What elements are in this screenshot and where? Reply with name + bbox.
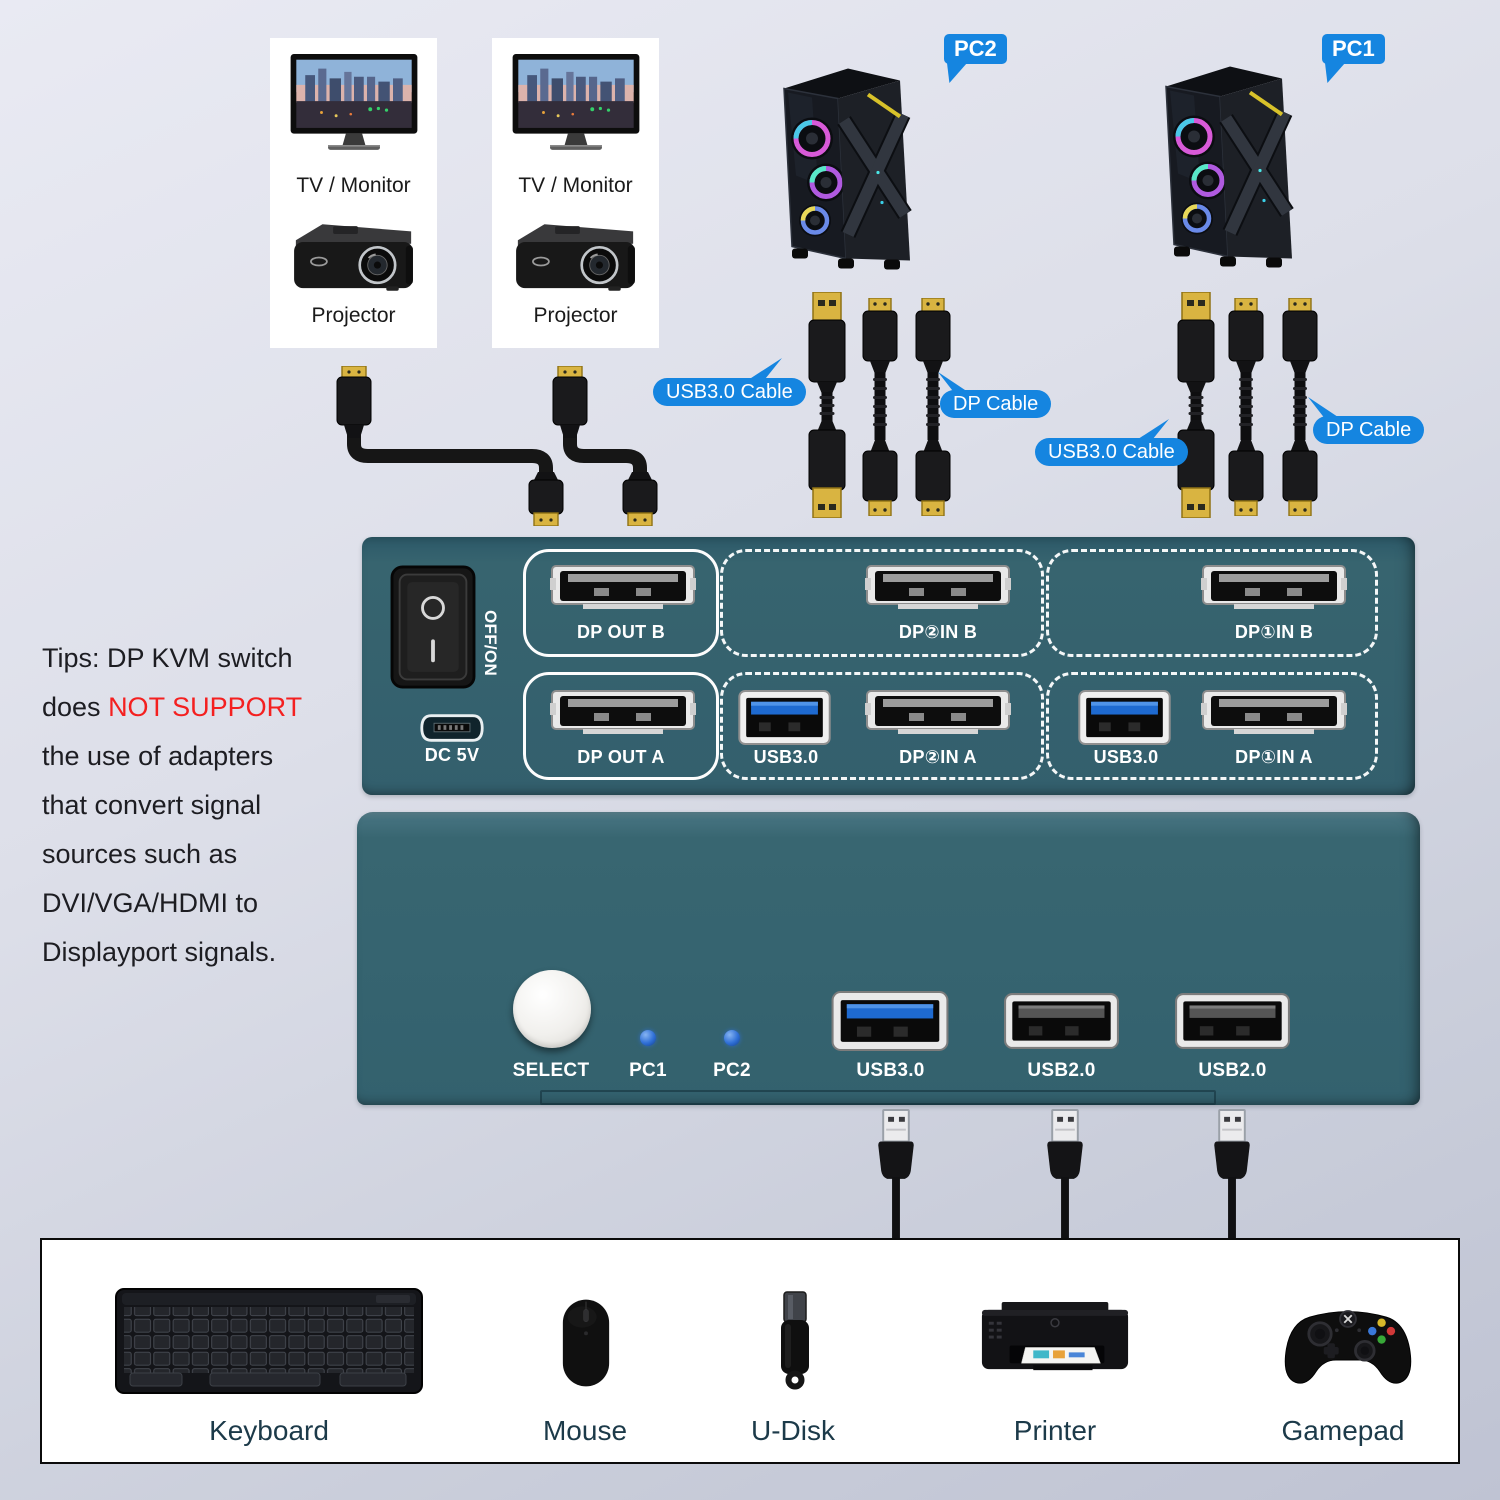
pc2-callout: PC2 [944, 34, 1007, 64]
keyboard-icon [114, 1285, 424, 1397]
projector-label: Projector [533, 304, 618, 327]
dp-port-icon [1199, 560, 1349, 612]
dp-out-a-group: DP OUT A [523, 672, 719, 780]
dp1-in-b-label: DP①IN B [1234, 622, 1314, 642]
dp-port-icon [863, 560, 1013, 612]
usb3-front-label: USB3.0 [856, 1060, 925, 1081]
dp-cable-icon [334, 366, 566, 526]
dc-power-port [418, 711, 486, 745]
usb2-port-icon [1001, 992, 1122, 1050]
power-label: OFF/ON [481, 609, 500, 676]
pc1-callout-tail [1325, 63, 1345, 83]
power-switch [390, 565, 476, 689]
pc2-led [724, 1030, 740, 1046]
tips-line: the use of adapters [42, 741, 274, 771]
printer-icon [976, 1300, 1134, 1385]
usb3-port-icon [830, 990, 950, 1052]
dp2-in-a-label: DP②IN A [899, 747, 977, 767]
dp-out-b-group: DP OUT B [523, 549, 719, 657]
select-button [513, 970, 591, 1048]
pc1-led [640, 1030, 656, 1046]
pc1-led-label: PC1 [629, 1060, 667, 1081]
dp-cable-icon [1278, 298, 1322, 516]
usb2-front-label-2: USB2.0 [1198, 1060, 1267, 1081]
dp-out-a-label: DP OUT A [577, 747, 665, 767]
usb-plug-icon [1041, 1108, 1089, 1238]
usb-cable-left-pointer [748, 358, 782, 380]
dp-cable-left-label: DP Cable [940, 390, 1052, 418]
display-card-1: TV / Monitor Projector [270, 38, 437, 348]
kvm-switch-front-panel: SELECT PC1 PC2 USB3.0 USB2.0 [357, 812, 1420, 1105]
tips-highlight: NOT SUPPORT [108, 692, 303, 722]
dp2-in-b-group: DP②IN B [720, 549, 1044, 657]
monitor-label: TV / Monitor [296, 174, 411, 197]
front-panel-groove [540, 1090, 1216, 1105]
keyboard-label: Keyboard [209, 1415, 329, 1446]
mouse-icon [559, 1297, 613, 1389]
usb2-front-label-1: USB2.0 [1027, 1060, 1096, 1081]
gamepad-icon [1278, 1302, 1418, 1392]
projector-icon [509, 211, 642, 297]
monitor-icon [289, 54, 419, 158]
usb-cable-icon [1172, 292, 1220, 518]
dp2-in-b-label: DP②IN B [898, 622, 978, 642]
pc-tower-icon [778, 60, 938, 275]
usb-cable-icon [803, 292, 851, 518]
printer-label: Printer [1013, 1415, 1097, 1446]
pc2-input-group: USB3.0 DP②IN A [720, 672, 1044, 780]
gamepad-label: Gamepad [1281, 1415, 1405, 1446]
dp-cable-icon [550, 366, 662, 526]
tips-line: Displayport signals. [42, 937, 277, 967]
dc-power-label: DC 5V [424, 745, 480, 765]
dp-cable-icon [911, 298, 955, 516]
projector-label: Projector [311, 304, 396, 327]
monitor-label: TV / Monitor [518, 174, 633, 197]
dp1-in-b-group: DP①IN B [1046, 549, 1378, 657]
tips-text: Tips: DP KVM switch does NOT SUPPORT the… [42, 634, 352, 977]
display-card-2: TV / Monitor Projector [492, 38, 659, 348]
select-label: SELECT [512, 1060, 590, 1081]
usb-plug-icon [1208, 1108, 1256, 1238]
pc2-led-label: PC2 [713, 1060, 751, 1081]
kvm-switch-rear-panel: OFF/ON DC 5V DP OUT B [362, 537, 1415, 795]
tips-line: does NOT SUPPORT [42, 692, 303, 722]
tips-line: DVI/VGA/HDMI to [42, 888, 259, 918]
usb3-rear-label: USB3.0 [1093, 747, 1159, 767]
usb-plug-icon [872, 1108, 920, 1238]
monitor-icon [511, 54, 641, 158]
peripherals-box: Keyboard Mouse U-Disk [40, 1238, 1460, 1464]
dp-port-icon [1199, 685, 1349, 737]
usb3-port-icon [737, 689, 832, 746]
dp-cable-right-label: DP Cable [1313, 416, 1425, 444]
tips-line: sources such as [42, 839, 238, 869]
projector-icon [287, 211, 420, 297]
udisk-icon [775, 1290, 815, 1392]
udisk-label: U-Disk [751, 1415, 835, 1446]
dp-cable-icon [1224, 298, 1268, 516]
dp-port-icon [548, 685, 698, 737]
usb-cable-right-label: USB3.0 Cable [1035, 438, 1188, 466]
dp-port-icon [863, 685, 1013, 737]
pc2-callout-tail [947, 63, 967, 83]
usb-cable-left-label: USB3.0 Cable [653, 378, 806, 406]
usb2-port-icon [1172, 992, 1293, 1050]
dp-out-b-label: DP OUT B [576, 622, 666, 642]
usb3-rear-label: USB3.0 [753, 747, 819, 767]
dp-cable-icon [858, 298, 902, 516]
tips-line: that convert signal [42, 790, 262, 820]
pc1-callout: PC1 [1322, 34, 1385, 64]
pc-tower-icon [1160, 58, 1320, 273]
tips-line: Tips: DP KVM switch [42, 643, 293, 673]
dp-port-icon [548, 560, 698, 612]
usb3-port-icon [1077, 689, 1172, 746]
mouse-label: Mouse [542, 1415, 628, 1446]
pc1-input-group: USB3.0 DP①IN A [1046, 672, 1378, 780]
dp1-in-a-label: DP①IN A [1235, 747, 1313, 767]
